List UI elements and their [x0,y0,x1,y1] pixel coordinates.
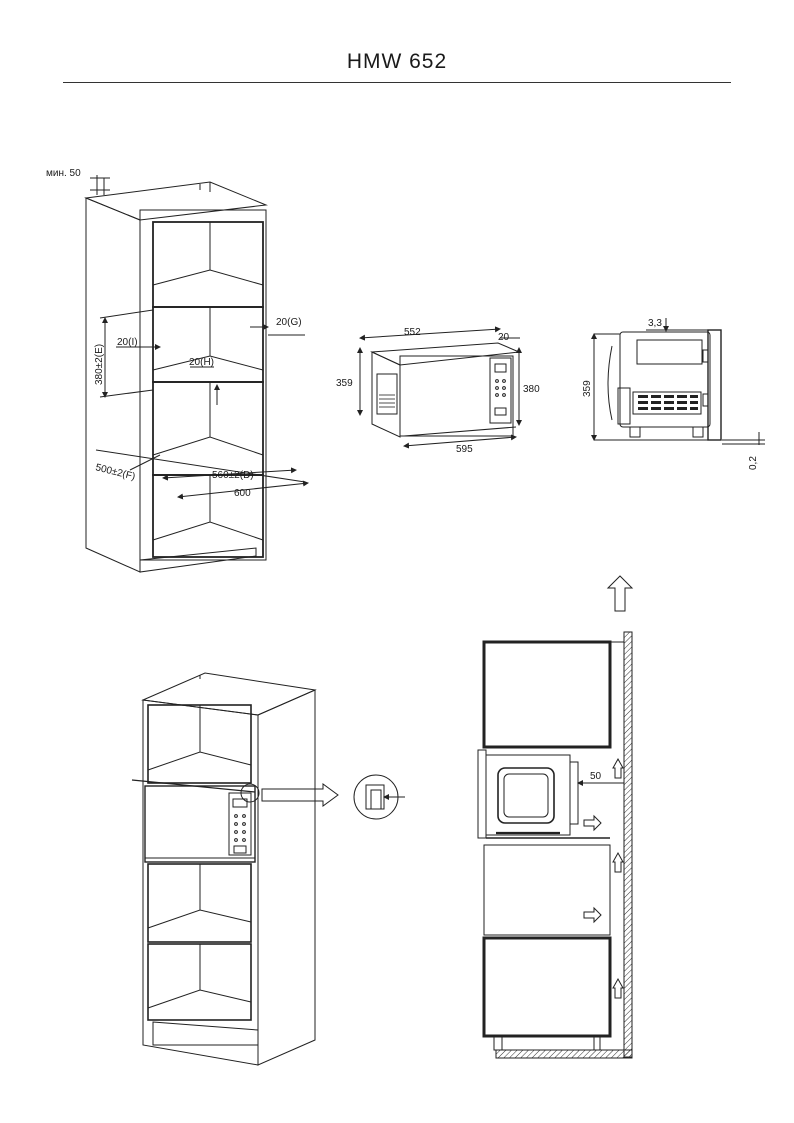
dimension-f-label: 500±2(F) [94,462,136,482]
cross-section-view [477,575,634,1059]
front-width-top-label: 552 [404,327,421,338]
microwave-front-view [357,326,522,449]
page-title: HMW 652 [346,50,448,73]
title-underline [63,82,731,83]
cabinet-front-frame [139,209,267,561]
cabinet-top-panel [84,181,268,221]
dimension-width-label: 600 [234,488,251,499]
dimension-d-label: 560±2(D) [212,470,254,481]
side-bottom-gap-label: 0,2 [748,456,759,470]
dimension-i-label: 20(I) [117,337,138,348]
microwave-side-view [591,318,765,445]
front-height-right-label: 380 [523,384,540,395]
side-height-label: 359 [582,380,593,397]
clearance-top-label: мин. 50 [46,168,81,179]
dimension-e-label: 380±2(E) [94,344,105,385]
front-height-left-label: 359 [336,378,353,389]
side-top-gap-label: 3,3 [648,318,662,329]
front-frame-label: 20 [498,332,510,343]
section-gap-label: 50 [590,771,602,782]
dimension-g-label: 20(G) [276,317,302,328]
dimension-h-label: 20(H) [189,357,214,368]
installed-cabinet-view [131,672,405,1066]
front-width-bottom-label: 595 [456,444,473,455]
cabinet-dimension-view [84,175,309,573]
